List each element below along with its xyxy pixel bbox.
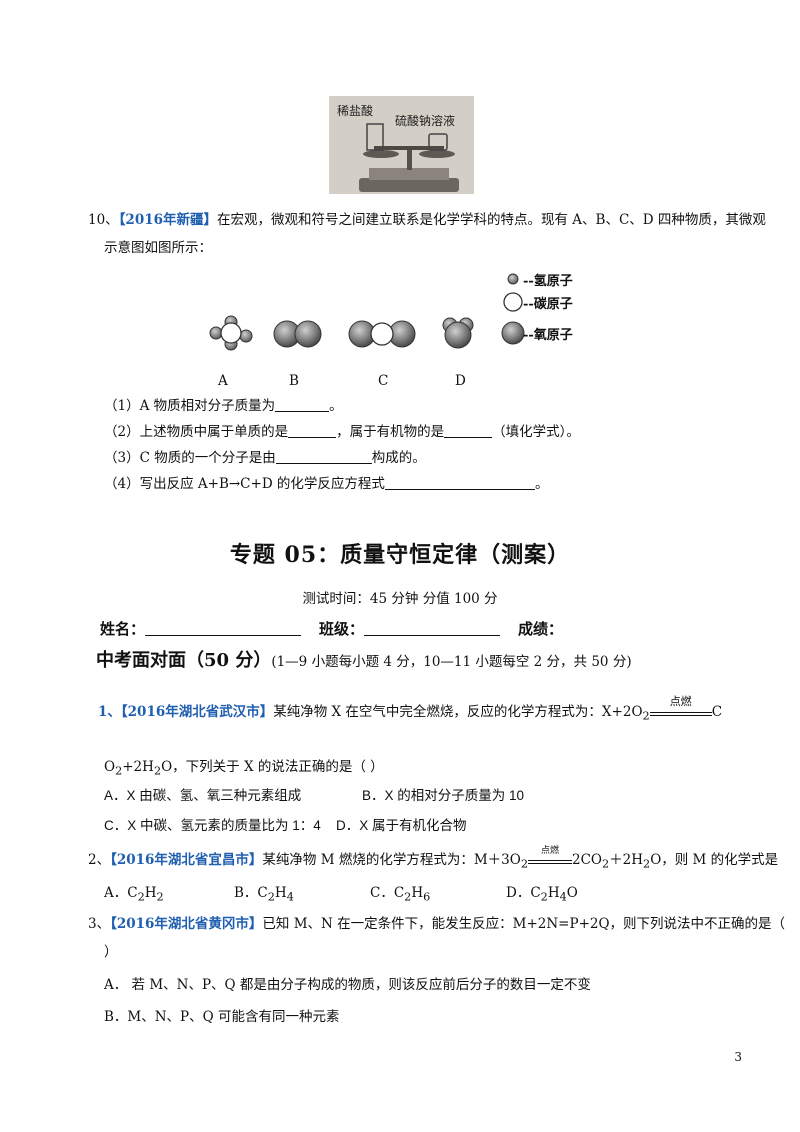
molecule-label-d: D bbox=[455, 373, 466, 389]
balance-photo: 稀盐酸 硫酸钠溶液 bbox=[329, 96, 474, 194]
q2-source: 【2016年湖北省宜昌市】 bbox=[110, 852, 263, 868]
page-subtitle: 测试时间：45 分钟 分值 100 分 bbox=[302, 591, 498, 607]
legend-oxygen-icon bbox=[501, 321, 525, 345]
page-number: 3 bbox=[734, 1050, 742, 1064]
molecule-c bbox=[348, 320, 416, 348]
q10-line2: 示意图如图所示： bbox=[104, 240, 212, 256]
q10-sub2: （2）上述物质中属于单质的是，属于有机物的是（填化学式）。 bbox=[104, 423, 580, 440]
legend-oxygen: --氧原子 bbox=[523, 328, 573, 343]
q3-option-b[interactable]: B．M、N、P、Q 可能含有同一种元素 bbox=[104, 1009, 340, 1025]
blank-q10-2b[interactable] bbox=[444, 423, 493, 438]
q3-line1: 3、【2016年湖北省黄冈市】已知 M、N 在一定条件下，能发生反应：M+2N=… bbox=[88, 916, 786, 932]
molecule-diagram bbox=[209, 273, 525, 351]
q1-option-d[interactable]: D．X 属于有机化合物 bbox=[336, 818, 467, 833]
q3-source: 【2016年湖北省黄冈市】 bbox=[110, 916, 263, 932]
name-row: 姓名：班级：成绩： bbox=[100, 620, 564, 638]
q3-line2: ） bbox=[104, 944, 118, 960]
molecule-label-b: B bbox=[289, 373, 299, 389]
q10-sub4: （4）写出反应 A+B→C+D 的化学反应方程式。 bbox=[104, 475, 549, 492]
molecule-label-c: C bbox=[378, 373, 389, 389]
blank-q10-1[interactable] bbox=[275, 397, 330, 412]
molecule-a bbox=[209, 315, 253, 351]
molecule-d bbox=[442, 317, 474, 349]
q1-option-c[interactable]: C．X 中碳、氢元素的质量比为 1：4 bbox=[104, 818, 321, 833]
legend-hydrogen: --氢原子 bbox=[523, 274, 573, 289]
q1-option-b[interactable]: B．X 的相对分子质量为 10 bbox=[362, 788, 525, 803]
reaction-condition: 点燃 bbox=[649, 695, 712, 716]
reaction-condition-2: 点燃 bbox=[527, 846, 572, 864]
q1-line1: 1、【2016年湖北省武汉市】某纯净物 X 在空气中完全燃烧，反应的化学方程式为… bbox=[98, 695, 723, 723]
label-sodium-sulfate: 硫酸钠溶液 bbox=[395, 114, 456, 128]
legend-carbon-icon bbox=[503, 292, 523, 312]
q2-option-a[interactable]: A．C2H2 bbox=[104, 885, 164, 904]
q10-sub1: （1）A 物质相对分子质量为。 bbox=[104, 397, 343, 414]
q10-source: 【2016年新疆】 bbox=[118, 212, 218, 228]
q1-line2: O2+2H2O，下列关于 X 的说法正确的是（ ） bbox=[104, 759, 384, 778]
label-dilute-acid: 稀盐酸 bbox=[337, 104, 374, 118]
legend-carbon: --碳原子 bbox=[523, 297, 573, 312]
q10-sub3: （3）C 物质的一个分子是由构成的。 bbox=[104, 449, 426, 466]
class-field[interactable] bbox=[364, 621, 501, 636]
page-title: 专题 05：质量守恒定律（测案） bbox=[229, 542, 571, 568]
blank-q10-4[interactable] bbox=[384, 475, 535, 490]
q10-line1: 10、【2016年新疆】在宏观，微观和符号之间建立联系是化学学科的特点。现有 A… bbox=[88, 212, 766, 228]
balance-illustration bbox=[329, 96, 474, 194]
blank-q10-3[interactable] bbox=[275, 449, 372, 464]
section-heading: 中考面对面（50 分）(1—9 小题每小题 4 分，10—11 小题每空 2 分… bbox=[96, 650, 632, 671]
q1-source: 【2016年湖北省武汉市】 bbox=[120, 704, 274, 720]
q3-option-a[interactable]: A． 若 M、N、P、Q 都是由分子构成的物质，则该反应前后分子的数目一定不变 bbox=[104, 977, 591, 993]
q1-option-a[interactable]: A．X 由碳、氢、氧三种元素组成 bbox=[104, 788, 302, 803]
molecule-b bbox=[273, 320, 322, 348]
q2-option-c[interactable]: C．C2H6 bbox=[370, 885, 431, 904]
legend-hydrogen-icon bbox=[507, 273, 519, 285]
q2-option-b[interactable]: B．C2H4 bbox=[234, 885, 294, 904]
name-field[interactable] bbox=[145, 621, 302, 636]
blank-q10-2a[interactable] bbox=[288, 423, 337, 438]
q2-option-d[interactable]: D．C2H4O bbox=[506, 885, 578, 904]
molecule-label-a: A bbox=[218, 373, 228, 389]
